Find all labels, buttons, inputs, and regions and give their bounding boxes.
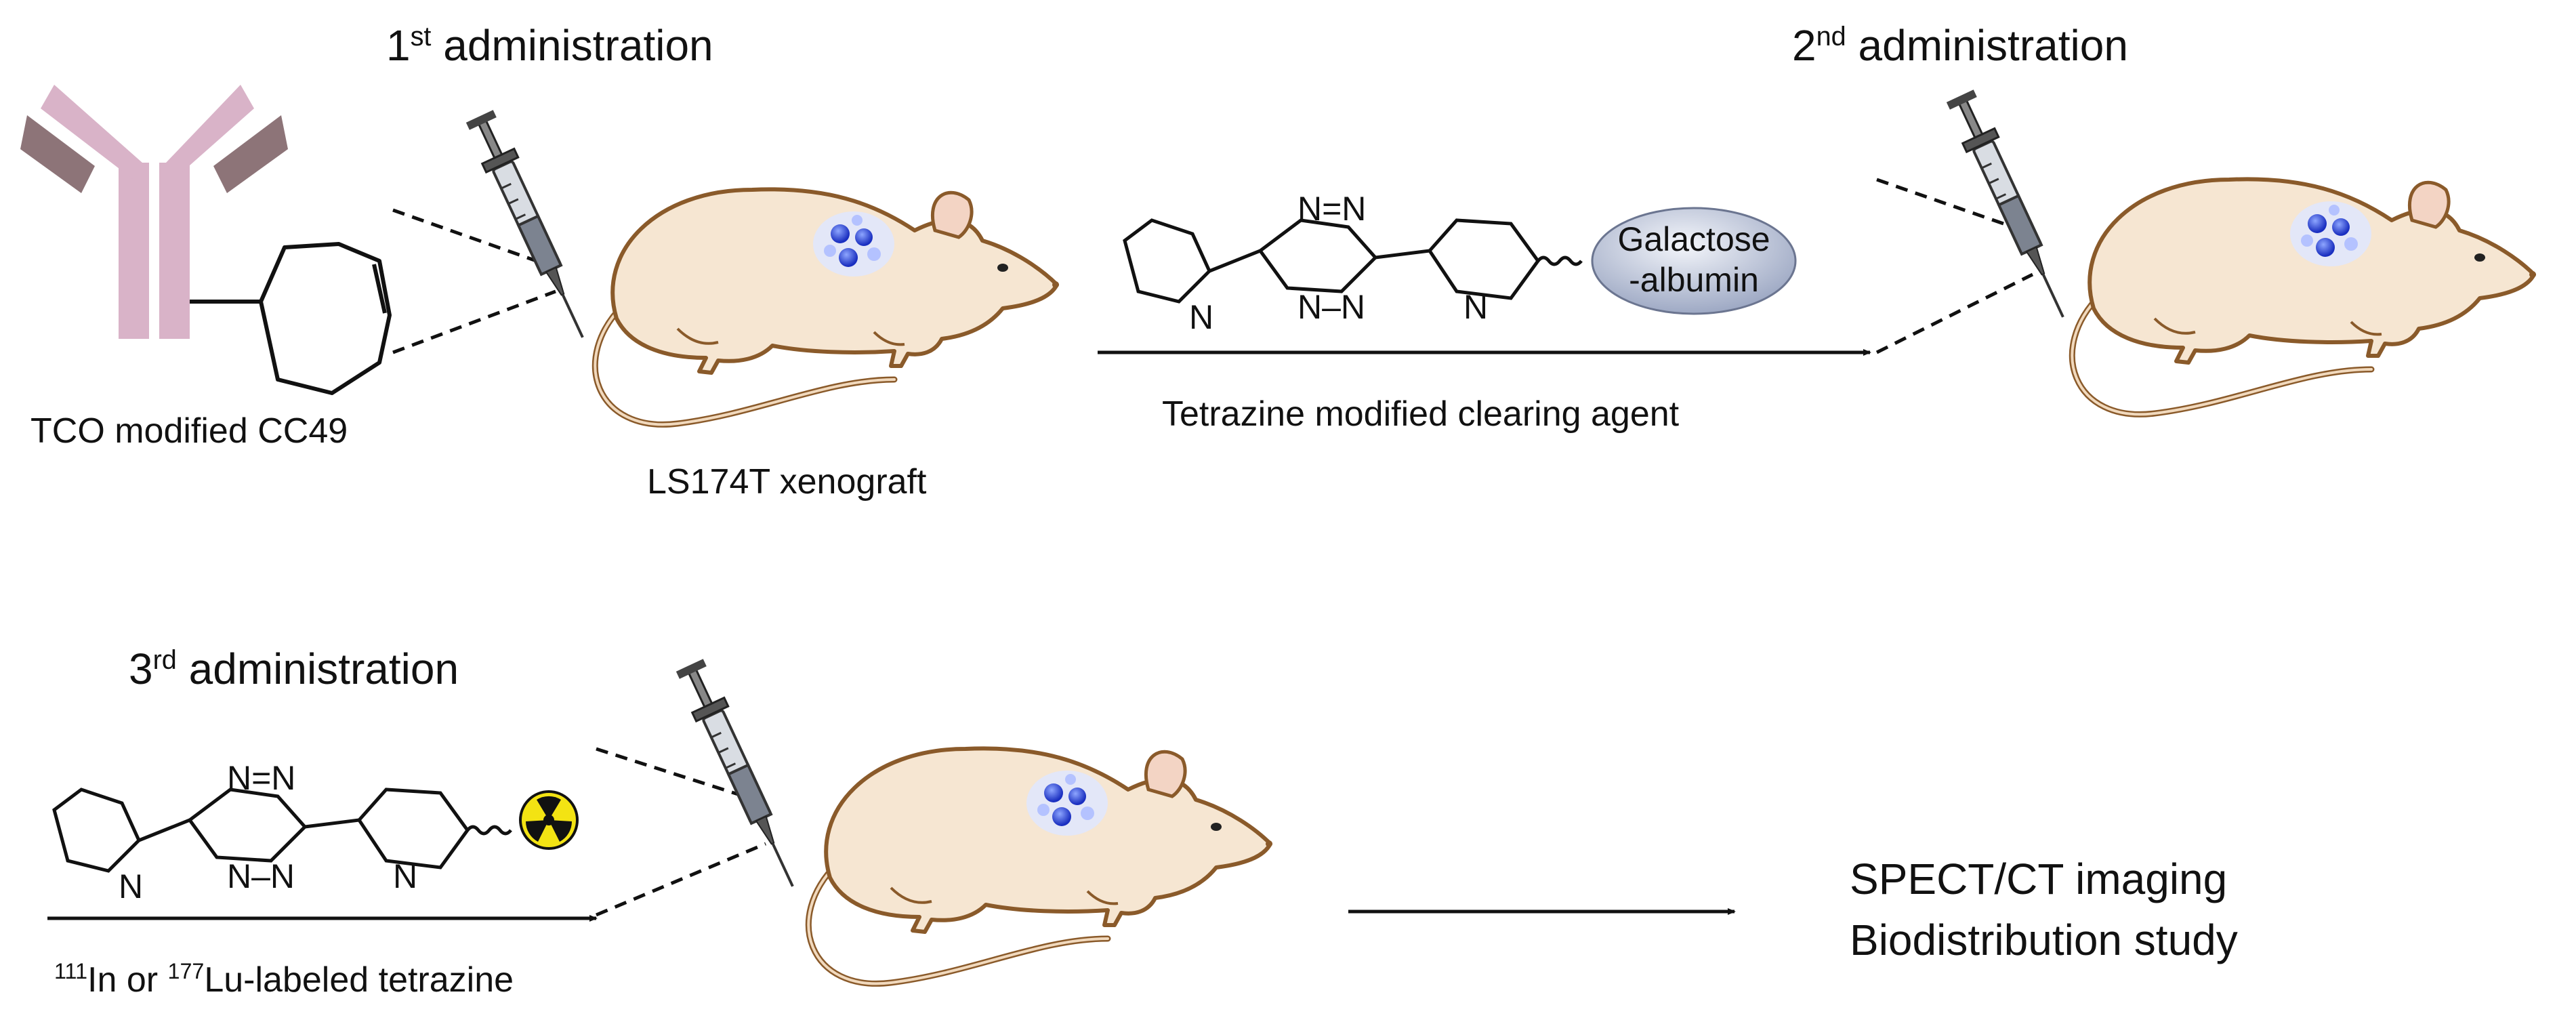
radiolabel-ring-top: N=N (227, 759, 295, 797)
radiolabel-ring-bottom: N–N (227, 857, 295, 895)
third-administration-label: 3rd administration (129, 645, 459, 693)
first-administration-label: 1st administration (386, 21, 713, 70)
radiolabeled-tetrazine-label: 111In or 177Lu-labeled tetrazine (54, 958, 514, 1000)
galactose-albumin-oval (1591, 207, 1797, 315)
clearing-agent-ring-bottom: N–N (1297, 288, 1365, 326)
radiolabel-N2: N (393, 857, 417, 895)
second-administration-label: 2nd administration (1792, 21, 2128, 70)
mouse-icon-3 (808, 748, 1272, 983)
antibody-icon (20, 85, 288, 339)
tco-cc49-label: TCO modified CC49 (30, 411, 348, 451)
clearing-agent-structure (1123, 218, 1583, 304)
xenograft-label: LS174T xenograft (647, 462, 927, 502)
dashed-lines-1 (392, 208, 556, 354)
mouse-icon-2 (2072, 179, 2536, 414)
radiation-icon (519, 790, 579, 850)
radiolabel-N: N (119, 867, 143, 905)
clearing-agent-ring-top: N=N (1297, 190, 1366, 228)
dashed-lines-2 (1875, 178, 2034, 354)
albumin-label: -albumin (1629, 261, 1759, 299)
clearing-agent-N2: N (1463, 288, 1488, 326)
syringe-icon-1 (462, 107, 600, 346)
mouse-icon-1 (595, 189, 1059, 424)
syringe-icon-2 (1943, 87, 2081, 326)
syringe-icon-3 (672, 656, 810, 895)
biodistribution-label: Biodistribution study (1850, 916, 2238, 964)
clearing-agent-N: N (1189, 298, 1213, 336)
clearing-agent-label: Tetrazine modified clearing agent (1162, 394, 1680, 434)
spect-ct-label: SPECT/CT imaging (1850, 855, 2228, 903)
tco-ring (259, 242, 392, 395)
galactose-label: Galactose (1617, 220, 1770, 258)
radiolabeled-tetrazine-structure (52, 788, 512, 873)
